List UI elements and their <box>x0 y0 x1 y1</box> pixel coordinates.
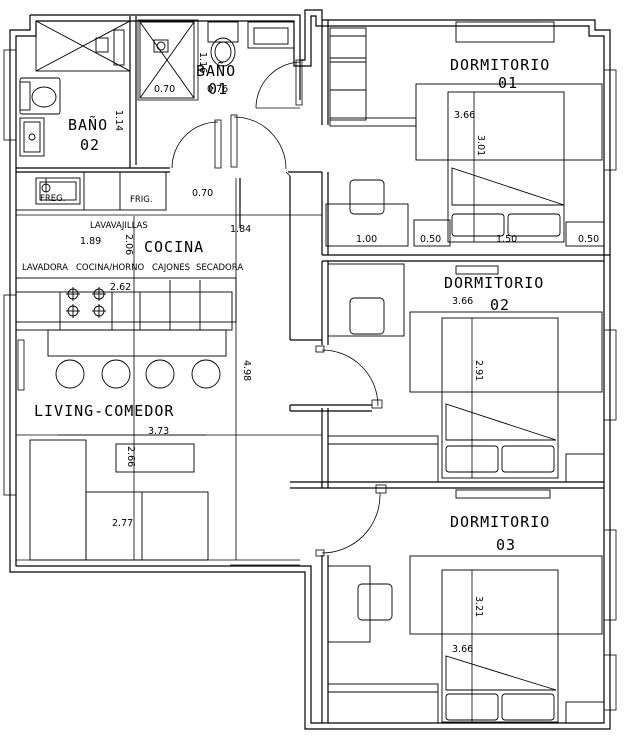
dim-b1-076: 0.76 <box>207 84 228 95</box>
dim-d1-050b: 0.50 <box>578 234 599 245</box>
frig-label: FRIG. <box>130 195 153 205</box>
dim-d1-366: 3.66 <box>454 110 475 121</box>
living-label: LIVING-COMEDOR <box>34 402 174 420</box>
bano02-label: BAÑO <box>68 115 108 134</box>
dorm03-number: 03 <box>496 536 516 554</box>
dim-b1-070: 0.70 <box>154 84 175 95</box>
kitchen <box>15 171 237 391</box>
dorm02-label: DORMITORIO <box>444 274 544 292</box>
dim-b2-114: 1.14 <box>113 110 124 131</box>
dim-d1-100: 1.00 <box>356 234 377 245</box>
dim-d1-050a: 0.50 <box>420 234 441 245</box>
lavavajillas-label: LAVAVAJILLAS <box>90 221 148 231</box>
living <box>16 216 300 566</box>
bathroom-02 <box>19 20 131 157</box>
dormitorio-01 <box>325 21 605 247</box>
dormitorio-02 <box>327 263 605 483</box>
windows <box>3 49 617 711</box>
dim-d3-366: 3.66 <box>452 644 473 655</box>
dim-k-262: 2.62 <box>110 282 131 293</box>
bathroom-01 <box>139 21 295 99</box>
cajones-label: CAJONES <box>152 263 190 273</box>
freg-label: FREG. <box>40 194 65 204</box>
cocina-label: COCINA <box>144 238 204 256</box>
dim-l-498: 4.98 <box>241 360 252 381</box>
bano02-number: 02 <box>80 136 100 154</box>
dim-d3-321: 3.21 <box>473 596 484 617</box>
dorm01-label: DORMITORIO <box>450 56 550 74</box>
dorm01-number: 01 <box>498 74 518 92</box>
dim-d2-291: 2.91 <box>473 360 484 381</box>
dim-l-266: 2.66 <box>125 446 136 467</box>
doors <box>171 59 387 557</box>
dim-d1-301: 3.01 <box>475 135 486 156</box>
bano01-number: 01 <box>208 80 228 98</box>
dorm03-label: DORMITORIO <box>450 513 550 531</box>
dorm02-number: 02 <box>490 296 510 314</box>
dim-l-373: 3.73 <box>148 426 169 437</box>
dim-l-277: 2.77 <box>112 518 133 529</box>
dim-k-184: 1.84 <box>230 224 251 235</box>
dormitorio-03 <box>327 489 605 724</box>
cocina-horno-label: COCINA/HORNO <box>76 263 144 273</box>
dim-d2-366: 3.66 <box>452 296 473 307</box>
lavadora-label: LAVADORA <box>22 263 68 273</box>
bano01-label: BAÑO <box>196 61 236 80</box>
secadora-label: SECADORA <box>196 263 243 273</box>
dim-b1-116: 1.16 <box>197 52 208 73</box>
dim-k-206: 2.06 <box>123 234 134 255</box>
dim-hall-070: 0.70 <box>192 188 213 199</box>
dim-k-189: 1.89 <box>80 236 101 247</box>
dim-d1-150: 1.50 <box>496 234 517 245</box>
